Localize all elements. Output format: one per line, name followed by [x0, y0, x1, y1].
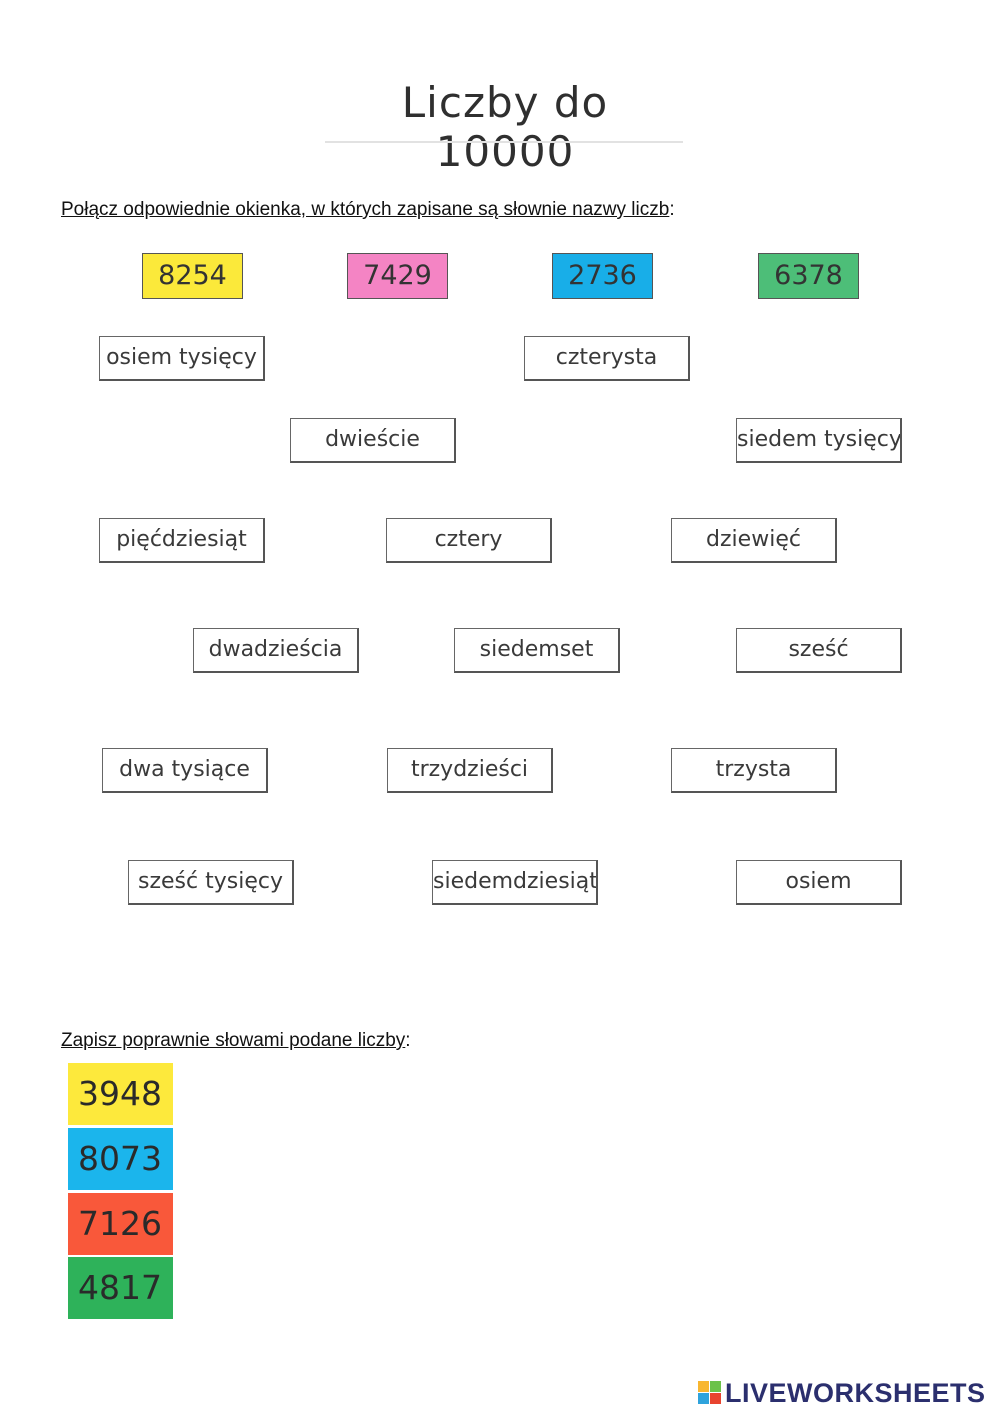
word-box[interactable]: cztery	[386, 518, 552, 563]
task1-instruction-text: Połącz odpowiednie okienka, w których za…	[61, 199, 670, 220]
word-box[interactable]: siedemdziesiąt	[432, 860, 598, 905]
logo-text: LIVEWORKSHEETS	[725, 1377, 986, 1408]
task2-number-2: 8073	[68, 1128, 173, 1190]
word-box[interactable]: sześć	[736, 628, 902, 673]
word-box[interactable]: pięćdziesiąt	[99, 518, 265, 563]
word-box[interactable]: sześć tysięcy	[128, 860, 294, 905]
task2-instruction-text: Zapisz poprawnie słowami podane liczby	[61, 1030, 406, 1051]
liveworksheets-logo: LIVEWORKSHEETS	[698, 1376, 986, 1410]
task2-instruction: Zapisz poprawnie słowami podane liczby:	[61, 1030, 411, 1052]
word-box[interactable]: dwieście	[290, 418, 456, 463]
task2-number-4: 4817	[68, 1257, 173, 1319]
number-box-4[interactable]: 6378	[758, 253, 859, 299]
word-box[interactable]: dwa tysiące	[102, 748, 268, 793]
number-box-3[interactable]: 2736	[552, 253, 653, 299]
task1-instruction-colon: :	[669, 199, 675, 220]
task1-instruction: Połącz odpowiednie okienka, w których za…	[61, 199, 675, 221]
number-box-2[interactable]: 7429	[347, 253, 448, 299]
word-box[interactable]: dziewięć	[671, 518, 837, 563]
logo-mark-icon	[698, 1381, 722, 1405]
task2-number-1: 3948	[68, 1063, 173, 1125]
title-underline	[325, 141, 683, 143]
word-box[interactable]: trzydzieści	[387, 748, 553, 793]
word-box[interactable]: trzysta	[671, 748, 837, 793]
word-box[interactable]: czterysta	[524, 336, 690, 381]
task2-instruction-colon: :	[405, 1030, 411, 1051]
task2-number-3: 7126	[68, 1193, 173, 1255]
word-box[interactable]: osiem	[736, 860, 902, 905]
word-box[interactable]: siedemset	[454, 628, 620, 673]
number-box-1[interactable]: 8254	[142, 253, 243, 299]
word-box[interactable]: osiem tysięcy	[99, 336, 265, 381]
word-box[interactable]: siedem tysięcy	[736, 418, 902, 463]
word-box[interactable]: dwadzieścia	[193, 628, 359, 673]
page-title: Liczby do 10000	[401, 78, 609, 176]
